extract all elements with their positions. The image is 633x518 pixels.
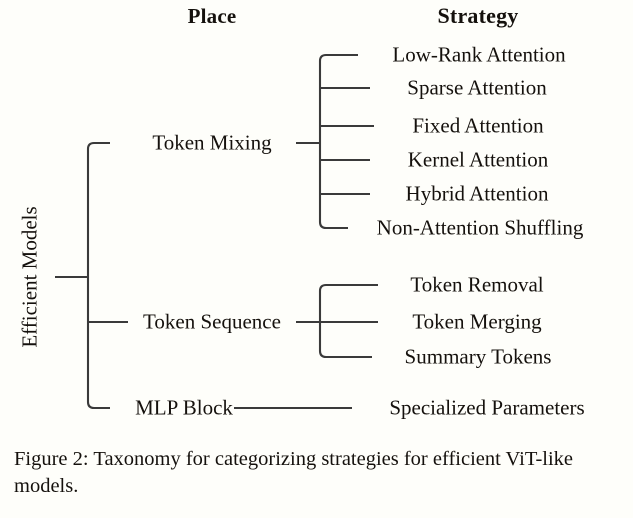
root-node-efficient-models: Efficient Models	[17, 206, 42, 348]
leaf-sparse-attention: Sparse Attention	[407, 75, 547, 100]
figure-caption: Figure 2: Taxonomy for categorizing stra…	[14, 448, 574, 498]
node-token-sequence: Token Sequence	[143, 309, 281, 334]
subspine-token-mixing	[318, 53, 358, 230]
tree-connector-lines	[55, 53, 378, 410]
column-header-strategy: Strategy	[437, 3, 519, 28]
leaf-fixed-attention: Fixed Attention	[412, 113, 544, 138]
leaf-summary-tokens: Summary Tokens	[404, 344, 552, 369]
node-token-mixing: Token Mixing	[152, 130, 272, 155]
leaf-low-rank-attention: Low-Rank Attention	[392, 42, 566, 67]
leaf-kernel-attention: Kernel Attention	[407, 147, 549, 172]
main-spine-path	[86, 141, 110, 410]
column-header-place: Place	[187, 4, 237, 28]
leaf-token-merging: Token Merging	[412, 309, 542, 334]
node-mlp-block: MLP Block	[135, 395, 233, 420]
leaf-specialized-parameters: Specialized Parameters	[389, 395, 585, 420]
leaf-non-attention-shuffling: Non-Attention Shuffling	[376, 215, 584, 240]
leaf-hybrid-attention: Hybrid Attention	[405, 181, 549, 206]
leaf-token-removal: Token Removal	[410, 272, 544, 297]
